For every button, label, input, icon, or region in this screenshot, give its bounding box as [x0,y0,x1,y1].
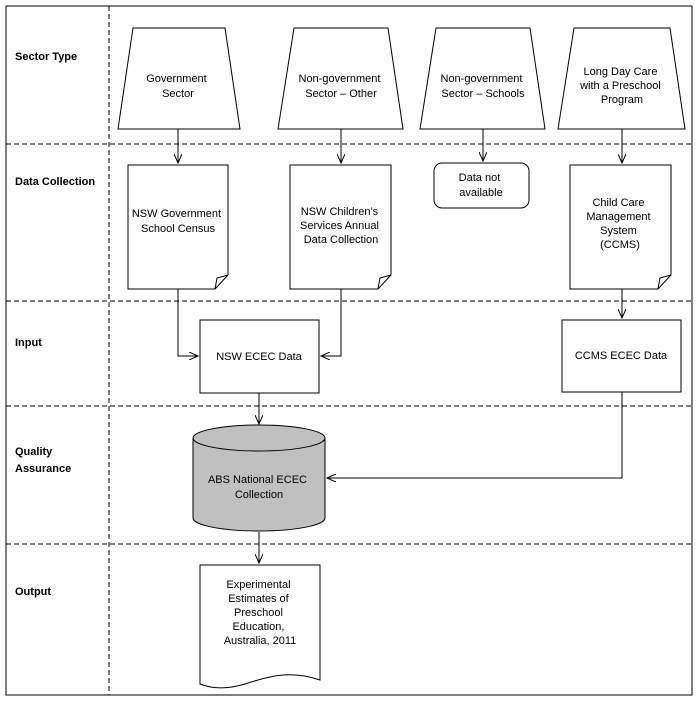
wavy-document-shape [199,564,321,689]
arrow-census-to-nsw-ecec [177,289,198,356]
node-abs-collection: ABS National ECEC Collection [192,424,326,532]
node-label: NSW ECEC Data [216,351,302,363]
document-shape [289,164,392,290]
document-shape [569,164,672,290]
lane-label-output: Output [15,586,51,598]
arrow-childrens-to-nsw-ecec [321,289,342,356]
connectors [178,129,622,563]
node-label: Data not available [459,172,504,199]
node-nongov-other: Non-government Sector – Other [277,27,404,130]
trapezoid-shape [117,27,241,130]
node-ccms-ecec: CCMS ECEC Data [561,319,682,393]
document-shape [127,164,229,290]
outer-frame [5,5,693,696]
node-label: CCMS ECEC Data [575,350,668,362]
page-curl [214,274,229,290]
lane-labels: Sector Type Data Collection Input Qualit… [15,51,95,598]
lane-label-sector-type: Sector Type [15,51,77,63]
node-label: NSW Children’s Services Annual Data Coll… [300,206,382,246]
arrow-ccms-ecec-to-abs [327,392,623,478]
node-nsw-ecec: NSW ECEC Data [199,319,320,394]
cylinder-body [192,438,326,532]
swimlane-grid [5,5,693,696]
trapezoid-shape [557,27,686,130]
node-label: ABS National ECEC Collection [208,474,310,501]
rect-shape [561,319,682,393]
node-ccms: Child Care Management System (CCMS) [569,164,672,290]
rect-shape [199,319,320,394]
lane-label-data-collection: Data Collection [15,176,95,188]
node-nsw-census: NSW Government School Census [127,164,229,290]
rounded-rect-shape [433,162,530,209]
node-label: Long Day Care with a Preschool Program [579,66,664,106]
node-label: Government Sector [146,73,210,100]
lane-label-input: Input [15,337,42,349]
node-long-day-care: Long Day Care with a Preschool Program [557,27,686,130]
cylinder-top [192,424,326,452]
node-label: Non-government Sector – Schools [441,73,526,100]
node-government-sector: Government Sector [117,27,241,130]
page-curl [657,274,672,290]
lane-label-quality-assurance: Quality Assurance [15,446,71,475]
node-nsw-childrens: NSW Children’s Services Annual Data Coll… [289,164,392,290]
node-label: Experimental Estimates of Preschool Educ… [224,579,297,647]
node-nongov-schools: Non-government Sector – Schools [419,27,546,130]
trapezoid-shape [419,27,546,130]
node-data-not-available: Data not available [433,162,530,209]
node-label: Non-government Sector – Other [299,73,384,100]
node-experimental: Experimental Estimates of Preschool Educ… [199,564,321,689]
page-curl [377,274,392,290]
node-label: Child Care Management System (CCMS) [586,197,653,251]
trapezoid-shape [277,27,404,130]
node-label: NSW Government School Census [132,208,224,235]
